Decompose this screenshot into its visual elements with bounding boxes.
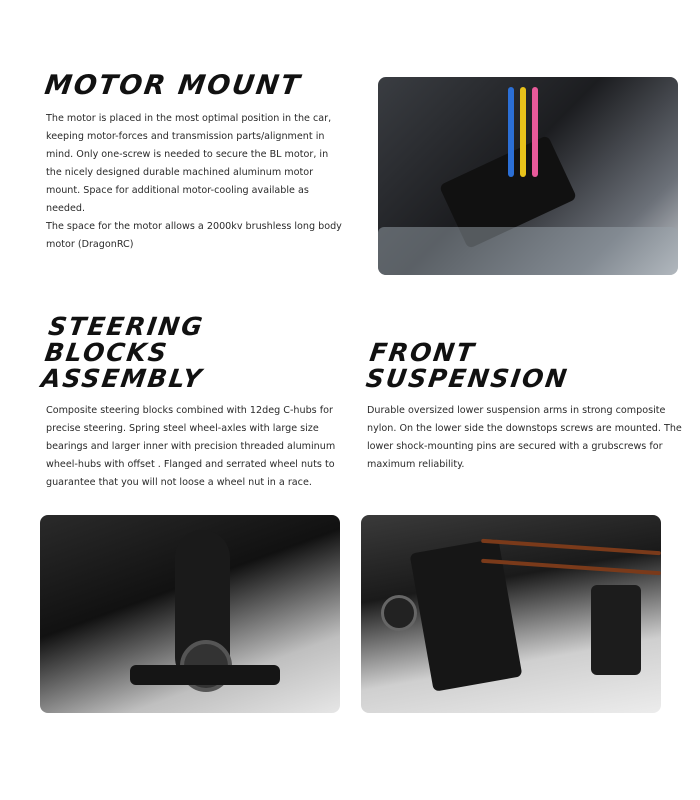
steering-heading-line-1: STEERING (46, 312, 206, 341)
front-suspension-heading: FRONT SUSPENSION (364, 338, 573, 393)
motor-mount-photo (378, 77, 678, 275)
steering-heading-line-3: ASSEMBLY (39, 364, 206, 393)
front-suspension-heading-line-1: FRONT (367, 338, 478, 367)
front-suspension-photo (361, 515, 661, 713)
steering-heading: STEERING BLOCKS ASSEMBLY (39, 312, 213, 393)
steering-blocks-photo (40, 515, 340, 713)
steering-text: Composite steering blocks combined with … (46, 405, 336, 488)
front-suspension-heading-line-2: SUSPENSION (364, 364, 571, 393)
front-suspension-text: Durable oversized lower suspension arms … (367, 405, 682, 470)
motor-mount-paragraph-1: The motor is placed in the most optimal … (46, 113, 332, 214)
motor-mount-text: The motor is placed in the most optimal … (46, 110, 346, 254)
motor-mount-heading: MOTOR MOUNT (42, 70, 304, 101)
steering-heading-line-2: BLOCKS (43, 338, 171, 367)
motor-mount-paragraph-2: The space for the motor allows a 2000kv … (46, 221, 342, 250)
